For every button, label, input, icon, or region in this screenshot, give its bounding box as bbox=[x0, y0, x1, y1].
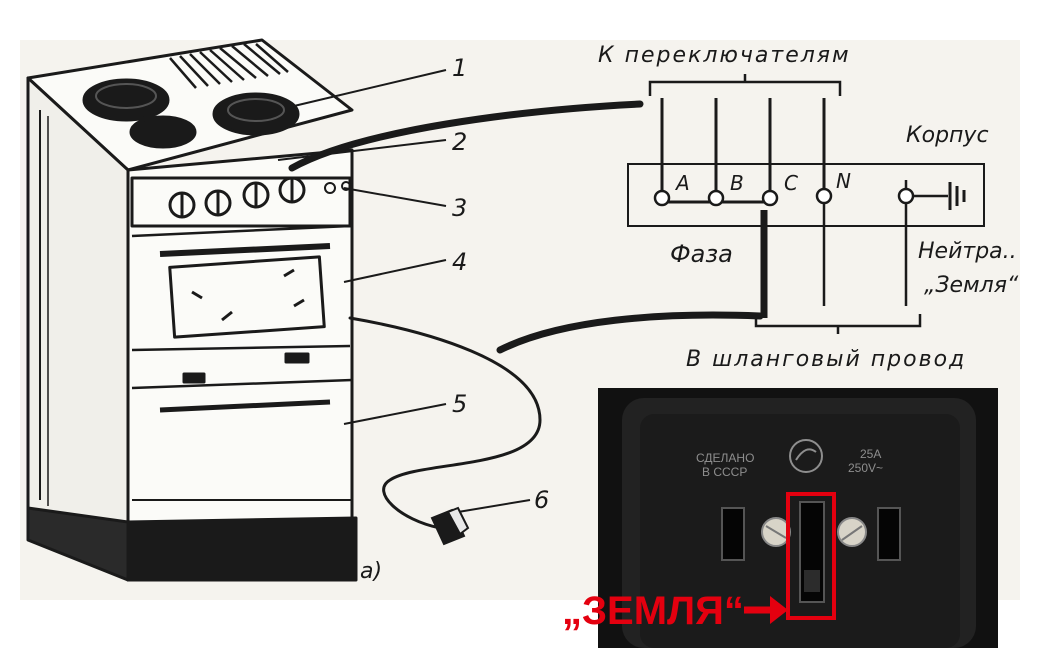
stove-plinth bbox=[126, 516, 358, 582]
electric-stove bbox=[26, 38, 358, 582]
terminal-labels: A B C N bbox=[674, 169, 851, 195]
neutral-label: Нейтра.. bbox=[918, 239, 1017, 264]
socket-slot-right bbox=[877, 507, 901, 561]
knob-2 bbox=[204, 189, 232, 217]
case-label: Корпус bbox=[906, 123, 989, 148]
oven-window bbox=[168, 255, 326, 339]
callout-5: 5 bbox=[452, 390, 467, 418]
rating-volts: 250V~ bbox=[848, 461, 883, 475]
callout-6: 6 bbox=[534, 486, 549, 514]
terminal-c-label: C bbox=[784, 171, 798, 195]
terminal-n-screw bbox=[815, 187, 833, 205]
switches-label: К переключателям bbox=[598, 43, 851, 68]
arrow-right-icon bbox=[744, 596, 788, 624]
manufacturer-logo bbox=[789, 439, 823, 473]
oven-handle bbox=[159, 243, 331, 257]
callout-2: 2 bbox=[452, 128, 467, 156]
knob-3 bbox=[242, 181, 270, 209]
burner-front-right bbox=[212, 92, 300, 136]
callout-1: 1 bbox=[452, 54, 467, 82]
terminal-n-label: N bbox=[836, 169, 851, 193]
socket-photo: СДЕЛАНО В СССР 25А 250V~ bbox=[598, 388, 998, 648]
callout-leaders bbox=[277, 69, 531, 513]
ground-callout: „ЗЕМЛЯ“ bbox=[562, 589, 744, 633]
terminal-block-frame bbox=[627, 163, 985, 227]
hose-brace bbox=[754, 314, 922, 334]
hose-cord-thick bbox=[496, 311, 764, 354]
burner-large bbox=[82, 78, 170, 122]
socket-slot-left bbox=[721, 507, 745, 561]
subfigure-label: а) bbox=[360, 559, 382, 584]
phase-label: Фаза bbox=[670, 240, 733, 268]
callout-4: 4 bbox=[452, 248, 467, 276]
terminal-a-screw bbox=[653, 189, 671, 207]
power-cord bbox=[288, 100, 764, 530]
grill-plate bbox=[169, 43, 289, 89]
made-in-line-1: СДЕЛАНО bbox=[696, 451, 754, 465]
terminal-c-screw bbox=[761, 189, 779, 207]
terminal-b-label: B bbox=[730, 171, 744, 195]
earth-label: „Земля“ bbox=[924, 273, 1019, 298]
ground-highlight-box bbox=[786, 492, 836, 620]
burner-front-left bbox=[129, 115, 197, 149]
terminal-case-screw bbox=[897, 187, 915, 205]
plug bbox=[430, 506, 470, 546]
terminal-screws bbox=[653, 187, 915, 207]
cable-to-terminals bbox=[288, 100, 644, 172]
made-in-line-2: В СССР bbox=[702, 465, 747, 479]
control-knobs bbox=[168, 176, 306, 219]
terminal-a-label: A bbox=[674, 171, 690, 195]
switches-brace bbox=[648, 74, 842, 96]
terminal-b-screw bbox=[707, 189, 725, 207]
rating-amps: 25А bbox=[860, 447, 881, 461]
callout-numbers: 1 2 3 4 5 6 bbox=[452, 54, 549, 514]
indicator-lamps bbox=[324, 181, 351, 194]
callout-3: 3 bbox=[452, 194, 467, 222]
drawer-handle bbox=[159, 399, 331, 413]
knob-4 bbox=[278, 176, 306, 204]
hose-wire-label: В шланговый провод bbox=[686, 347, 966, 372]
control-panel bbox=[130, 176, 352, 228]
knob-1 bbox=[168, 191, 196, 219]
